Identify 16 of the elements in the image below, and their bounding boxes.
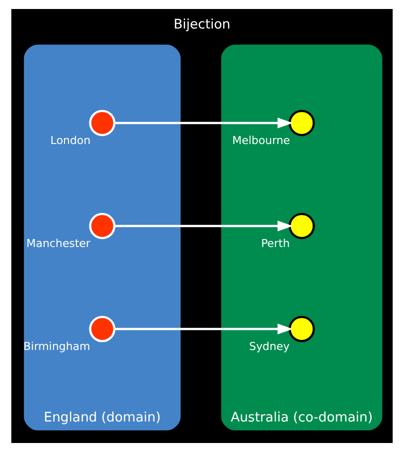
node-circle [89,109,116,136]
arrow [114,220,293,231]
arrow [114,117,293,128]
node-circle [89,212,116,239]
node-label: Manchester [26,236,90,250]
node-label: Sydney [249,339,290,352]
node-circle [288,315,315,342]
arrow [114,323,293,334]
node-label: Birmingham [23,339,90,352]
node-circle [288,109,315,136]
node-circle [89,315,116,342]
node-label: Perth [261,236,290,250]
node-label: London [50,133,91,146]
node-label: Melbourne [232,133,290,146]
diagram-title: Bijection [174,16,230,32]
node-circle [288,212,315,239]
